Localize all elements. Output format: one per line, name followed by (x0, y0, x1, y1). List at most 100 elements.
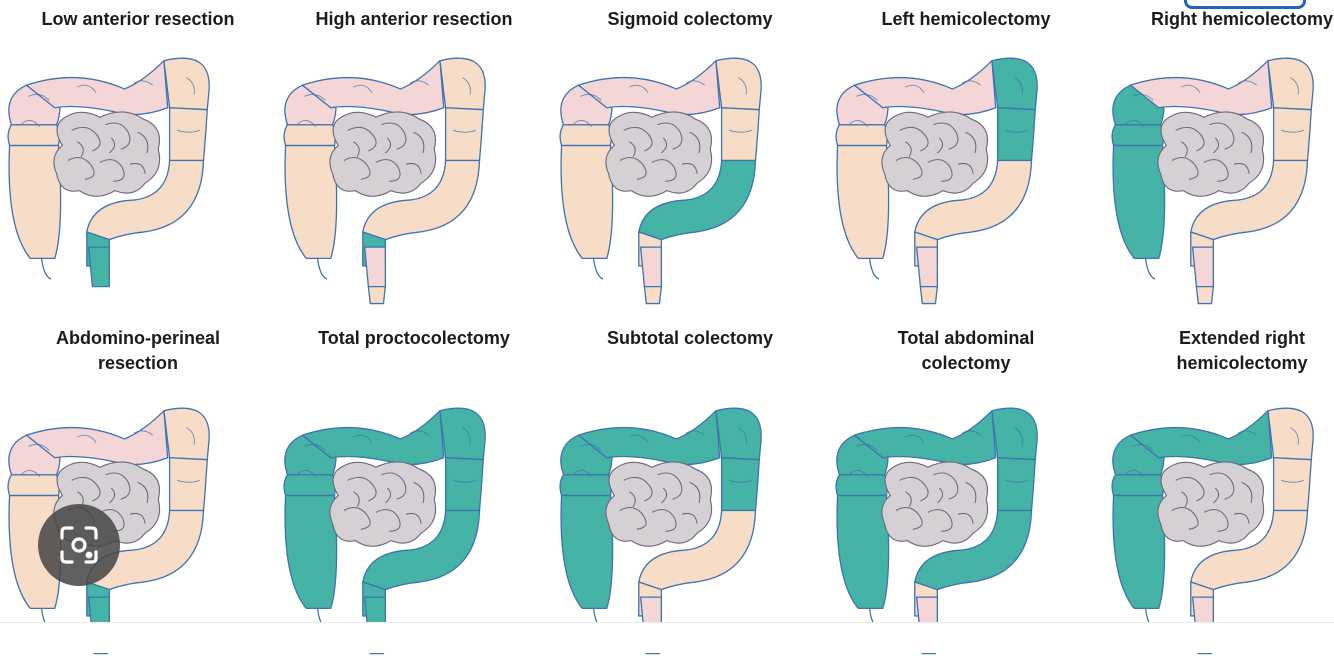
colon-diagram (559, 57, 762, 305)
panel-title-line: High anterior resection (315, 9, 513, 29)
colon-segment-lower-rectum (915, 246, 939, 288)
haustra-line (304, 93, 326, 101)
colon-segment-splenic (163, 407, 210, 461)
colon-segment-descending (1272, 457, 1312, 512)
small-intestine-loop (1181, 141, 1188, 157)
top-right-accent (1184, 0, 1306, 9)
small-intestine-loop (347, 126, 377, 152)
small-intestine (1157, 111, 1265, 197)
small-intestine-loop (681, 162, 698, 174)
small-intestine-loop (385, 137, 392, 154)
haustra-line (186, 77, 195, 95)
colon-segment-splenic-resected (439, 407, 486, 461)
colon-segment-cecum (8, 144, 62, 260)
small-intestine-loop (657, 122, 683, 150)
haustra-line (1237, 80, 1257, 86)
haustra-line (848, 470, 869, 477)
colon-segment-splenic (439, 57, 486, 111)
panel-title-line: Extended right (1178, 328, 1305, 348)
haustra-line (1237, 430, 1257, 436)
panel-title-line: Low anterior resection (41, 9, 235, 29)
panel-title: Left hemicolectomy (828, 7, 1104, 32)
appendix (316, 258, 328, 280)
haustra-line (961, 80, 981, 86)
haustra-line (296, 120, 317, 127)
small-intestine-loop (1171, 156, 1199, 180)
haustra-line (20, 470, 41, 477)
colon-segment-ascending (7, 124, 60, 147)
colon-segment-cecum-resected (284, 494, 338, 610)
colon-segment-splenic (715, 57, 762, 111)
haustra-line (629, 434, 649, 443)
colon-segment-splenic (1267, 407, 1314, 461)
haustra-line (738, 427, 747, 445)
small-intestine-loop (1213, 137, 1220, 154)
haustra-line (1014, 77, 1023, 95)
haustra-line (462, 427, 471, 445)
colon-segment-descending (720, 107, 760, 162)
haustra-line (905, 84, 925, 93)
small-intestine-loop (381, 472, 407, 500)
bottom-strip (0, 622, 1334, 653)
colon-segment-cecum (836, 144, 890, 260)
panel-title-line: Left hemicolectomy (881, 9, 1051, 29)
small-intestine-loop (629, 141, 636, 157)
small-intestine-loop (129, 512, 146, 524)
colon-diagram (283, 57, 486, 305)
small-intestine-loop (375, 509, 401, 532)
small-intestine-loop (619, 156, 647, 180)
haustra-line (1181, 84, 1201, 93)
panel-left-hemicolectomy: Left hemicolectomy (828, 0, 1104, 320)
haustra-line (1281, 479, 1304, 483)
small-intestine-loop (1175, 476, 1205, 502)
lens-icon (60, 526, 98, 564)
colon-segment-lower-rectum (363, 246, 387, 288)
haustra-line (1281, 129, 1304, 133)
haustra-line (856, 443, 878, 451)
colon-segment-ascending-resected (1111, 474, 1164, 497)
panel-title: Sigmoid colectomy (552, 7, 828, 32)
haustra-line (177, 129, 200, 133)
small-intestine (329, 111, 437, 197)
small-intestine-loop (343, 506, 371, 530)
small-intestine-loop (129, 162, 146, 174)
small-intestine (53, 111, 161, 197)
panel-title: High anterior resection (276, 7, 552, 32)
colon-segment-descending-resected (444, 457, 484, 512)
haustra-line (961, 430, 981, 436)
visual-search-button[interactable] (38, 504, 120, 586)
haustra-line (572, 120, 593, 127)
haustra-line (28, 93, 50, 101)
colon-segment-anal (643, 285, 663, 305)
colon-segment-splenic-resected (991, 407, 1038, 461)
colon-segment-cecum-resected (1112, 144, 1166, 260)
colon-segment-descending (444, 107, 484, 162)
haustra-line (1290, 77, 1299, 95)
colon-segment-ascending (283, 124, 336, 147)
haustra-line (580, 443, 602, 451)
colon-segment-descending-resected (996, 107, 1036, 162)
small-intestine-loop (689, 481, 701, 504)
panel-low-anterior-resection: Low anterior resection (0, 0, 276, 320)
haustra-line (580, 93, 602, 101)
small-intestine-loop (681, 512, 698, 524)
small-intestine-loop (353, 491, 360, 507)
haustra-line (729, 479, 752, 483)
haustra-line (738, 77, 747, 95)
colon-diagram (559, 407, 762, 655)
colon-segment-ascending-resected (283, 474, 336, 497)
small-intestine-loop (651, 509, 677, 532)
small-intestine-loop (619, 506, 647, 530)
colon-segment-splenic (1267, 57, 1314, 111)
appendix (868, 258, 880, 280)
small-intestine-loop (405, 162, 422, 174)
small-intestine-loop (71, 126, 101, 152)
small-intestine-loop (353, 141, 360, 157)
colon-segment-cecum (284, 144, 338, 260)
haustra-line (1132, 443, 1154, 451)
haustra-line (296, 470, 317, 477)
